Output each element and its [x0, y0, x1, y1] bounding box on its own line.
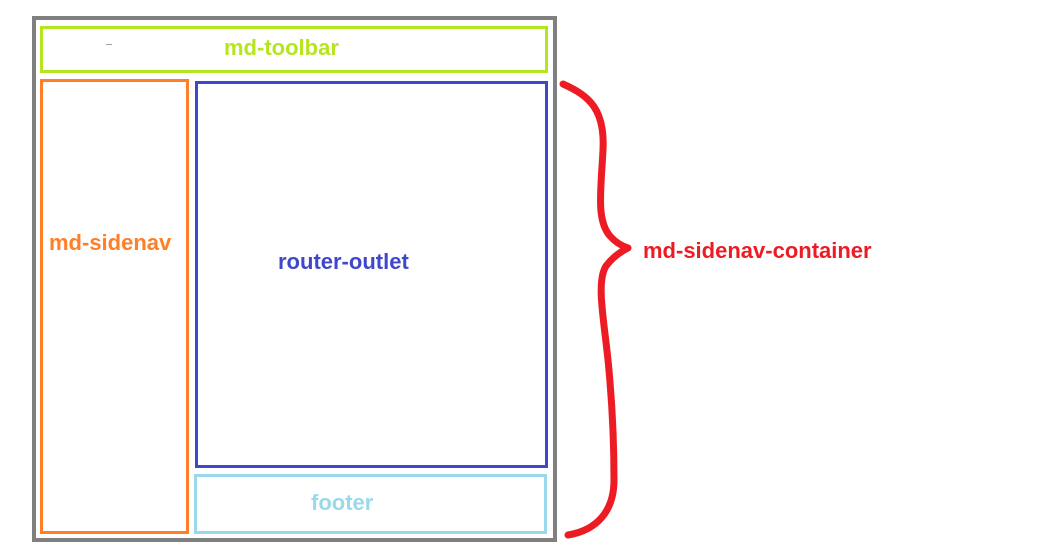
- toolbar-label: md-toolbar: [224, 35, 339, 60]
- toolbar-dash-mark: [106, 44, 112, 45]
- router-outlet-label: router-outlet: [278, 249, 409, 274]
- container-label: md-sidenav-container: [643, 238, 872, 263]
- router-outlet-region: [195, 81, 548, 468]
- footer-region: [194, 474, 547, 534]
- sidenav-region: [40, 79, 189, 534]
- app-container-frame: [32, 16, 557, 542]
- footer-label: footer: [311, 490, 374, 515]
- toolbar-region: [40, 26, 548, 73]
- sidenav-label: md-sidenav: [49, 230, 172, 255]
